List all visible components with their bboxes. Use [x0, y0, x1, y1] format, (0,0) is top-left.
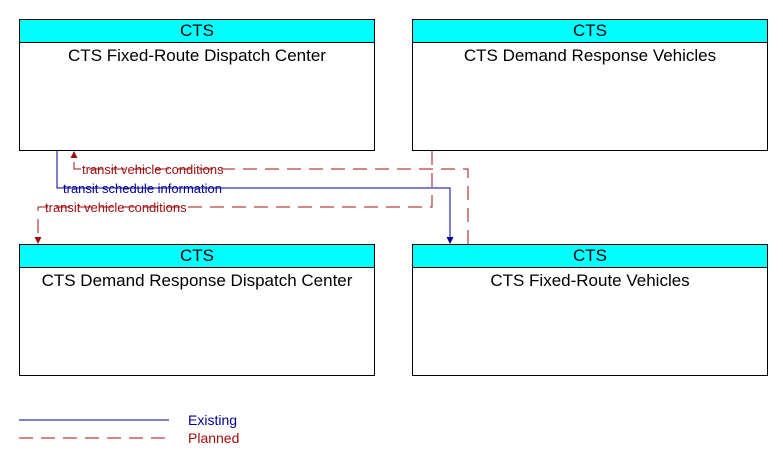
- node-owner-header: CTS: [20, 20, 374, 43]
- flow-label: transit vehicle conditions: [82, 162, 224, 177]
- flow-transit-schedule-information[interactable]: transit schedule information: [56, 151, 454, 244]
- flow-label: transit vehicle conditions: [45, 200, 187, 215]
- node-owner-header: CTS: [413, 20, 767, 43]
- arrowhead-down-icon: [446, 237, 454, 244]
- flow-line: [37, 151, 433, 239]
- flow-line: [73, 156, 469, 244]
- node-owner-header: CTS: [20, 245, 374, 268]
- flow-transit-vehicle-conditions-to-demand-response-dispatch[interactable]: transit vehicle conditions: [34, 151, 433, 244]
- arrowhead-down-icon: [34, 237, 42, 244]
- node-title: CTS Fixed-Route Vehicles: [490, 271, 690, 290]
- legend-planned-label: Planned: [188, 430, 239, 446]
- flow-line: [56, 151, 451, 239]
- flow-label: transit schedule information: [63, 181, 222, 196]
- node-title: CTS Fixed-Route Dispatch Center: [68, 46, 326, 65]
- node-fixed-route-vehicles[interactable]: CTS CTS Fixed-Route Vehicles: [412, 244, 768, 376]
- legend: Existing Planned: [19, 412, 239, 446]
- node-demand-response-dispatch-center[interactable]: CTS CTS Demand Response Dispatch Center: [19, 244, 375, 376]
- arrowhead-up-icon: [70, 151, 78, 158]
- node-title: CTS Demand Response Vehicles: [463, 46, 717, 65]
- node-demand-response-vehicles[interactable]: CTS CTS Demand Response Vehicles: [412, 19, 768, 151]
- node-fixed-route-dispatch-center[interactable]: CTS CTS Fixed-Route Dispatch Center: [19, 19, 375, 151]
- flow-transit-vehicle-conditions-to-fixed-route-dispatch[interactable]: transit vehicle conditions: [70, 151, 469, 244]
- node-owner-header: CTS: [413, 245, 767, 268]
- node-title: CTS Demand Response Dispatch Center: [41, 271, 353, 290]
- legend-existing-label: Existing: [188, 412, 237, 428]
